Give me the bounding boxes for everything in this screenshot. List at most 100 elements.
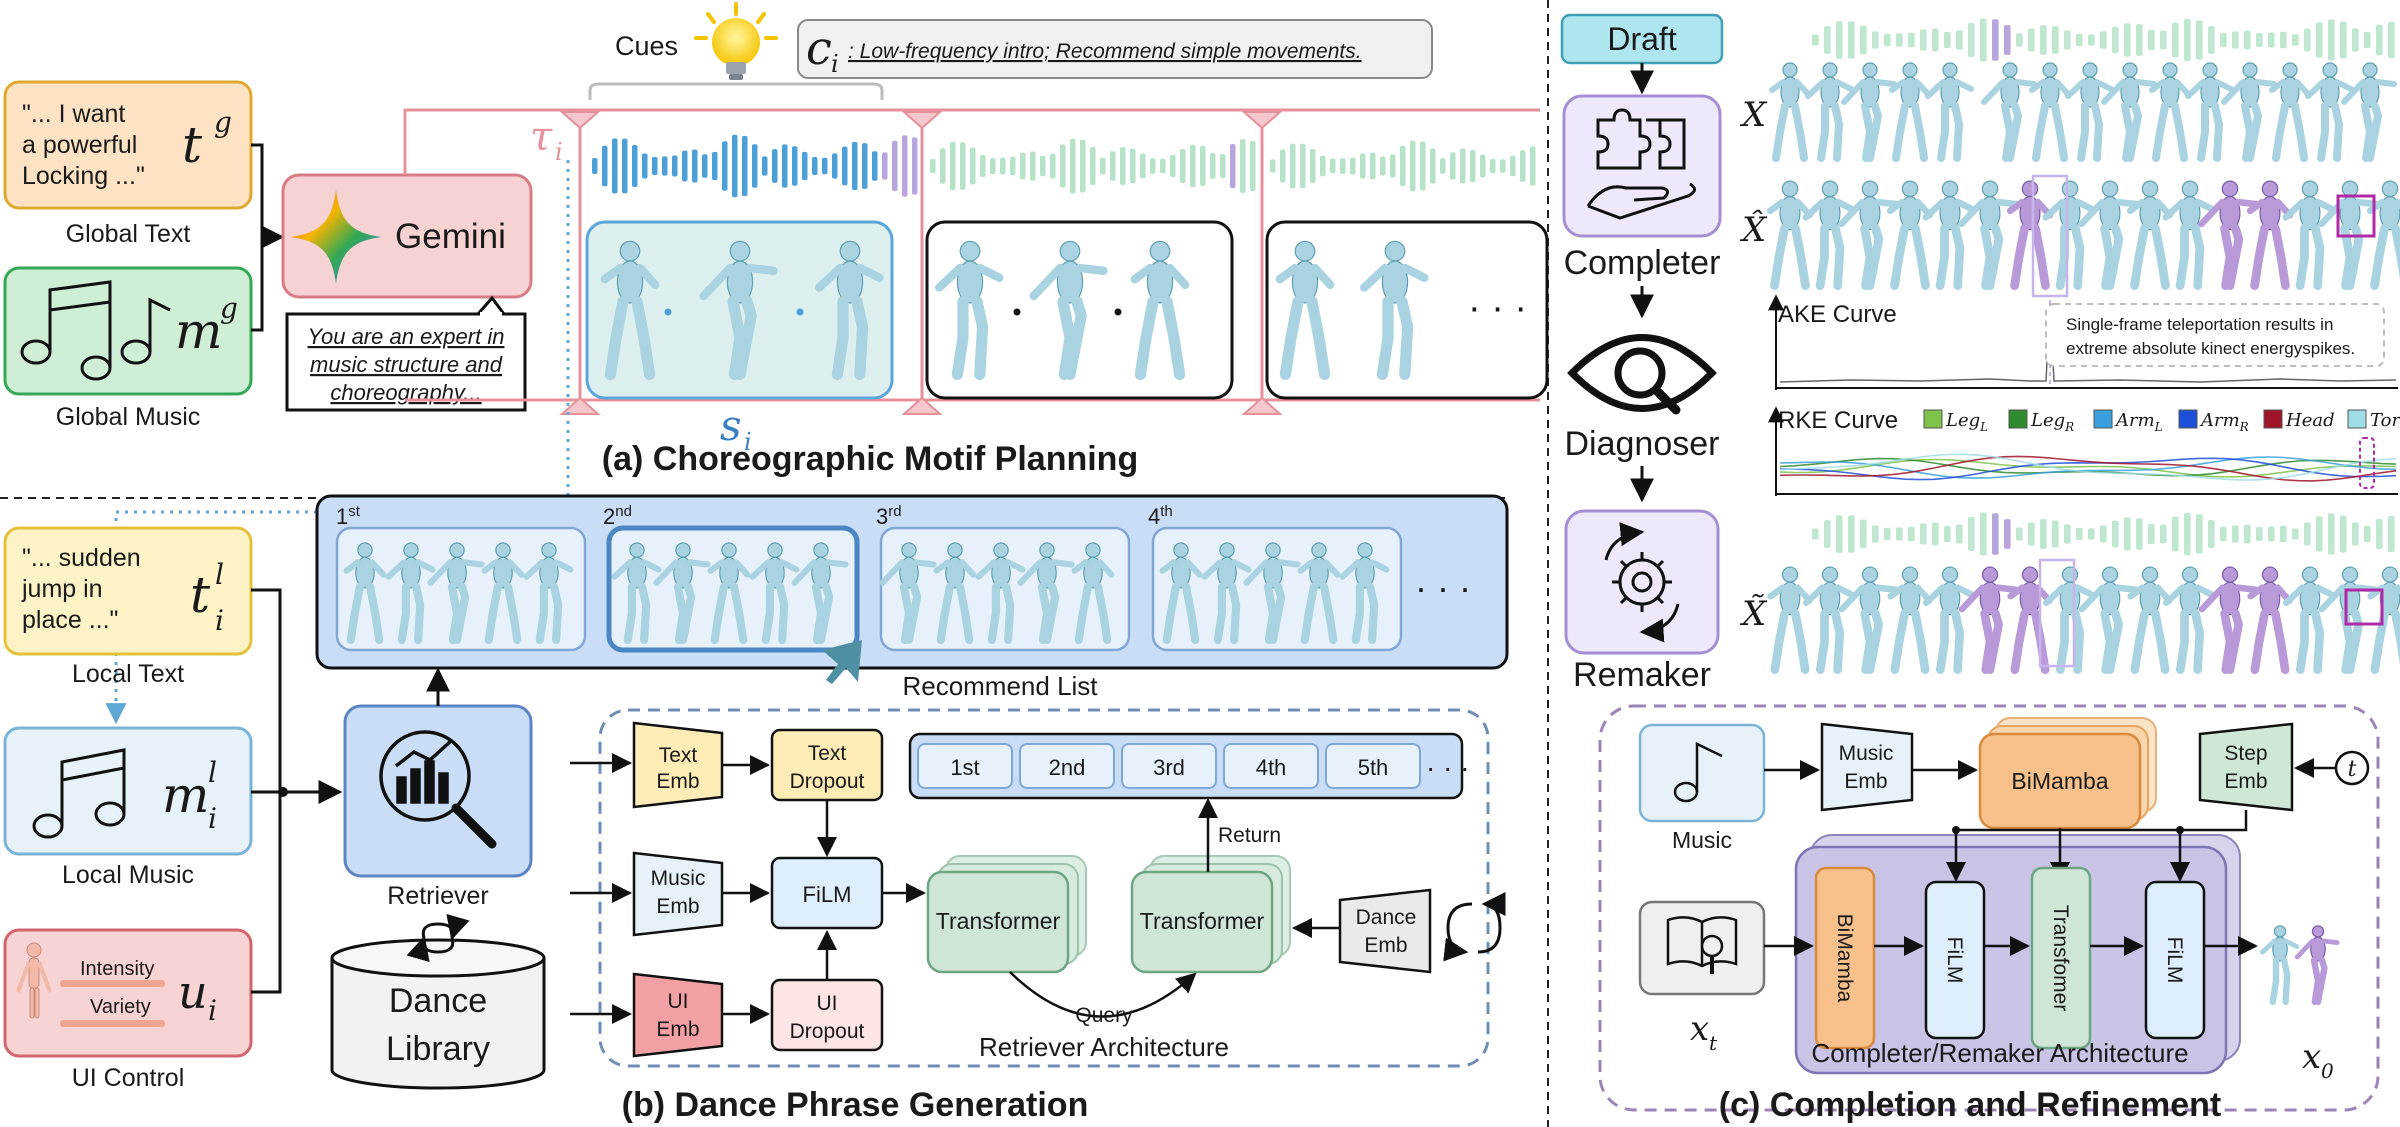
denoiser-stack: [1794, 845, 2228, 1075]
wave-bar: [1884, 33, 1891, 47]
wave-bar: [1340, 158, 1346, 174]
ellipsis: · · ·: [1468, 287, 1527, 329]
dancer-figure: [2149, 62, 2191, 162]
wave-bar: [1824, 26, 1831, 54]
dancer-figure: [1889, 62, 1931, 162]
cursor-icon: [822, 640, 862, 684]
ui-symbol: u: [178, 965, 208, 1019]
wave-bar: [1020, 152, 1026, 180]
dancer-figure: [2341, 62, 2397, 162]
rke-series-line: [1779, 458, 2397, 478]
wave-bar: [2376, 24, 2383, 56]
lightbulb-icon: [694, 2, 778, 80]
wave-bar: [1320, 155, 1326, 177]
highlight-frame-1: [2031, 174, 2069, 298]
panel-c: Draft Completer Diagnoser Remaker: [1560, 13, 2400, 1124]
variety-slider[interactable]: [60, 1020, 165, 1027]
ui-control-label: UI Control: [72, 1064, 185, 1092]
wave-bar: [1992, 513, 1999, 555]
dancer-figure: [2127, 566, 2173, 674]
dancer-figure: [707, 542, 751, 644]
rank-1-suffix: st: [348, 503, 361, 520]
music-emb-block-c: [1820, 722, 1914, 812]
cue-box: [797, 19, 1433, 79]
wave-bar: [2028, 28, 2035, 52]
wave-bar: [2052, 26, 2059, 54]
rank-4-suffix: th: [1160, 503, 1173, 520]
film-block-c1: [1924, 880, 1986, 1040]
dancer-figure: [1923, 566, 1976, 674]
step-emb-block: [2198, 722, 2294, 812]
dancer-figure: [2101, 62, 2157, 162]
dancer-figure: [2198, 180, 2260, 290]
sync-arrows-icon: [406, 913, 470, 963]
local-music-symbol: m: [162, 766, 209, 824]
wave-bar: [1908, 32, 1915, 48]
wave-bar: [832, 153, 838, 179]
wave-bar: [1200, 146, 1206, 186]
wave-bar: [2076, 33, 2083, 47]
dance-library-cylinder: [330, 938, 546, 1090]
puzzle-hand-icon: [1586, 108, 1696, 220]
dancer-figure: [1769, 62, 1811, 162]
wave-bar: [592, 158, 598, 174]
dancer-figure: [1841, 62, 1897, 162]
wave-bar: [1410, 140, 1416, 192]
dancer-figure: [1838, 180, 1900, 290]
dancer-figure: [2185, 62, 2234, 162]
rank-box-3[interactable]: 3rd: [1153, 755, 1185, 780]
legend-label: ArmR: [2199, 410, 2249, 434]
dancer-figure: [1201, 542, 1252, 644]
dancer-figure: [1925, 62, 1974, 162]
intensity-slider[interactable]: [60, 980, 165, 987]
wave-bar: [1130, 148, 1136, 184]
wave-bar: [2124, 23, 2131, 57]
wave-bar: [612, 138, 618, 194]
dancer-figure: [1297, 542, 1341, 644]
gemini-prompt-bubble: [285, 312, 527, 412]
wave-bar: [2328, 513, 2335, 555]
gemini-prompt-line-2: music structure and: [310, 352, 503, 377]
legend-swatch: [1923, 409, 1943, 429]
local-text-quote-2: jump in: [21, 575, 103, 603]
wave-bar: [1330, 158, 1336, 174]
dancer-figure: [2007, 566, 2053, 674]
wave-bar: [2316, 516, 2323, 552]
wave-bar: [2160, 30, 2167, 50]
gemini-sparkle-icon: [290, 190, 382, 284]
bimamba-top-label: BiMamba: [2011, 768, 2108, 794]
wave-bar: [842, 146, 848, 186]
wave-bar: [1920, 523, 1927, 545]
ake-note-line-1: Single-frame teleportation results in: [2066, 315, 2333, 334]
dancer-figure: [343, 542, 387, 644]
wave-bar: [1420, 141, 1426, 191]
rank-ellipsis: · · ·: [1426, 752, 1470, 783]
dancer-figure: [1766, 180, 1814, 290]
wave-bar: [1210, 153, 1216, 179]
output-dancers: [2260, 925, 2340, 1005]
dancer-figure: [2163, 566, 2216, 674]
wave-bar: [722, 141, 728, 191]
dancer-figure: [2029, 62, 2071, 162]
rank-box-2[interactable]: 2nd: [1049, 755, 1086, 780]
wave-bar: [1110, 151, 1116, 181]
wave-bar: [1908, 526, 1915, 542]
wave-bar: [930, 159, 936, 173]
panel-b: "... sudden jump in place ..." t l i Loc…: [3, 160, 1509, 1124]
wave-bar: [1980, 512, 1987, 556]
local-text-symbol: t: [190, 566, 211, 624]
wave-bar: [1956, 30, 1963, 50]
dance-emb-line-1: Dance: [1356, 906, 1417, 929]
rke-series-line: [1779, 456, 2397, 479]
dancer-figure: [427, 542, 485, 644]
wave-bar: [2196, 514, 2203, 554]
rank-box-4[interactable]: 4th: [1256, 755, 1287, 780]
global-text-quote-3: Locking ...": [22, 162, 145, 190]
tau-symbol: τ: [530, 114, 553, 160]
wave-bar: [1824, 520, 1831, 548]
rank-box-5[interactable]: 5th: [1358, 755, 1389, 780]
rank-box-1[interactable]: 1st: [950, 755, 979, 780]
wave-bar: [1896, 527, 1903, 541]
s-symbol: s: [720, 401, 742, 450]
transformer-block-1: [926, 870, 1070, 974]
